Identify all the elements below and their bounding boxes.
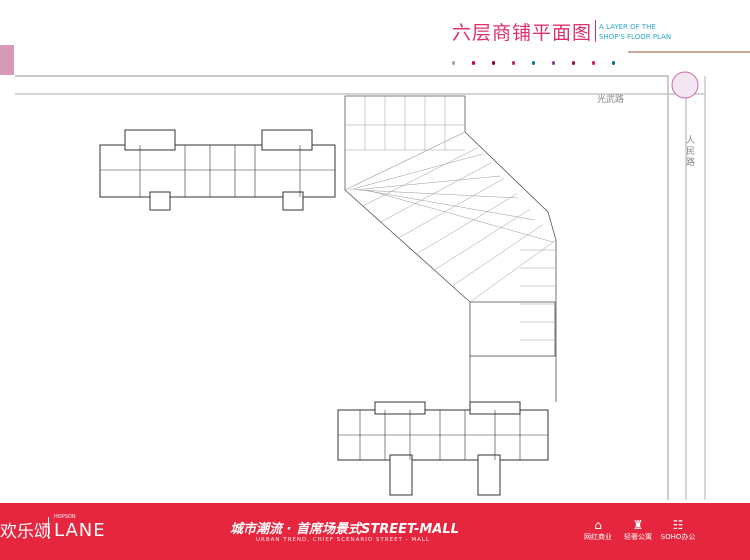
road-edge-inner — [15, 76, 706, 500]
shop-wall — [344, 131, 466, 191]
slogan-en: URBAN TREND, CHIEF SCENARIO STREET - MAL… — [256, 537, 431, 543]
dot — [512, 61, 515, 65]
feature-label: 轻奢公寓 — [624, 533, 652, 541]
logo-divider — [48, 517, 49, 539]
feature-office: ☷SOHO办公 — [658, 518, 698, 542]
subtitle-line-2: SHOP'S FLOOR PLAN — [599, 33, 672, 41]
road-label-renmin: 人民路 — [686, 136, 696, 168]
brand-logo-small: HOPSON — [54, 514, 76, 520]
shop-wall — [362, 147, 479, 207]
shop-wall — [380, 162, 492, 223]
dot — [532, 61, 535, 65]
shop-wall — [366, 189, 554, 243]
feature-apartment: ♜轻奢公寓 — [618, 518, 658, 542]
shop-wall — [416, 193, 518, 255]
shop-wall — [353, 175, 501, 191]
footer-banner: 欢乐颂 HOPSON LANE 城市潮流 · 首席场景式STREET-MALL … — [0, 503, 750, 560]
feature-label: SOHO办公 — [660, 533, 696, 541]
mall-floor-plan — [344, 95, 557, 402]
shop-icon: ⌂ — [594, 518, 602, 532]
dot — [552, 61, 555, 65]
brand-logo-en: LANE — [54, 520, 106, 541]
decorative-dots — [452, 50, 750, 65]
slogan: 城市潮流 · 首席场景式STREET-MALL — [230, 522, 459, 537]
page-subtitle: A LAYER OF THE SHOP'S FLOOR PLAN — [599, 22, 671, 42]
roads — [15, 75, 706, 500]
floor-plan-map — [0, 45, 706, 500]
shop-wall — [452, 224, 544, 287]
shop-wall — [362, 189, 536, 221]
dot — [592, 61, 595, 65]
shop-units — [344, 96, 557, 341]
feature-label: 网红商业 — [584, 533, 612, 541]
residential-block-bottom — [337, 401, 549, 496]
dot — [492, 61, 495, 65]
shop-wall — [349, 153, 483, 191]
shop-wall — [434, 208, 531, 271]
residential-block-left — [99, 129, 336, 211]
apartment-icon: ♜ — [632, 518, 644, 532]
corner-logo-icon — [0, 45, 14, 75]
road-label-guangwu: 光武路 — [597, 95, 625, 105]
title-divider — [595, 20, 596, 42]
shop-wall — [398, 178, 505, 239]
page-title: 六层商铺平面图 — [452, 22, 593, 44]
subtitle-line-1: A LAYER OF THE — [599, 23, 656, 31]
feature-shop: ⌂网红商业 — [578, 518, 618, 542]
dot — [612, 61, 615, 65]
office-icon: ☷ — [672, 518, 684, 532]
brand-logo-cn: 欢乐颂 — [0, 522, 51, 542]
decorative-line — [628, 51, 750, 53]
location-marker-icon — [671, 71, 699, 99]
shop-wall — [358, 189, 518, 199]
dot — [572, 61, 575, 65]
dot — [452, 61, 455, 65]
dot — [472, 61, 475, 65]
road-edge-outer — [15, 75, 669, 500]
shop-wall — [469, 239, 557, 303]
